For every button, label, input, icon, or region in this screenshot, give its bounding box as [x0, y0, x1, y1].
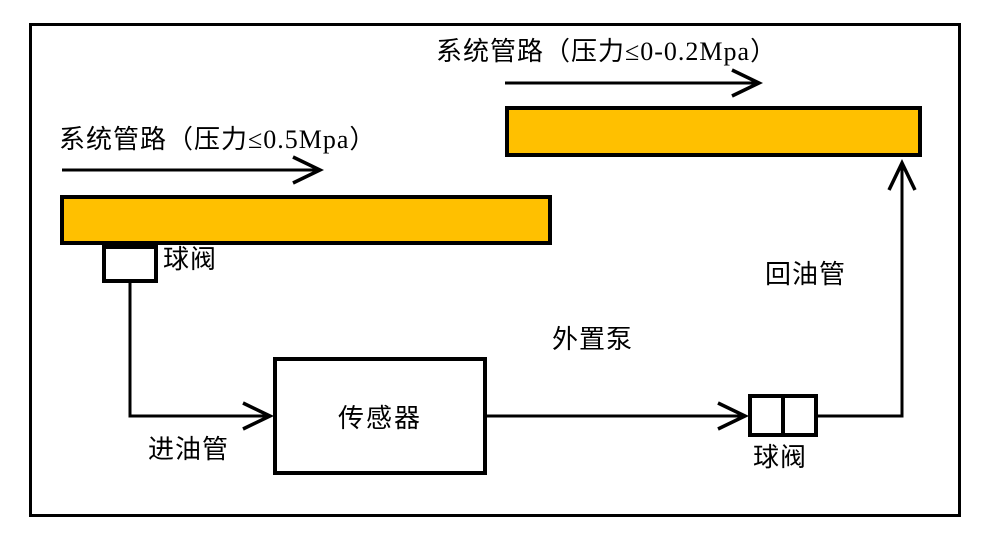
valve-divider: [781, 398, 785, 433]
external-pump-label: 外置泵: [552, 325, 634, 354]
right-ball-valve-label: 球阀: [753, 443, 808, 472]
sensor-label: 传感器: [337, 403, 422, 433]
system-pipe-low-pressure-bar: [505, 106, 922, 157]
oil-inlet-pipe-label: 进油管: [148, 435, 230, 464]
left-ball-valve-box: [102, 245, 158, 283]
diagram-border: [29, 23, 961, 517]
left-ball-valve-label: 球阀: [163, 245, 218, 274]
oil-return-line: [816, 163, 902, 418]
sensor-box: 传感器: [273, 357, 487, 475]
oil-inlet-line: [128, 280, 270, 416]
oil-return-pipe-label: 回油管: [765, 260, 847, 289]
system-pipe-low-pressure-label: 系统管路（压力≤0-0.2Mpa）: [436, 37, 778, 66]
system-pipe-high-pressure-bar: [60, 195, 552, 245]
right-ball-valve-box: [748, 394, 818, 437]
system-pipe-high-pressure-label: 系统管路（压力≤0.5Mpa）: [59, 125, 377, 154]
